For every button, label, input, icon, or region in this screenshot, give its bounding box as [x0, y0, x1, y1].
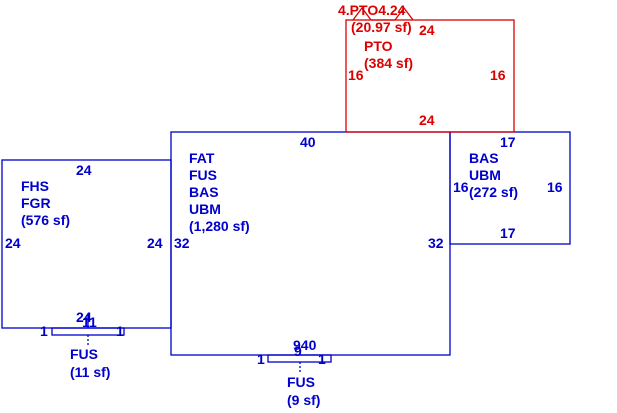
bay-code-1: BAS	[469, 150, 499, 166]
main-area-dim-right: 32	[428, 235, 444, 251]
porch-top-label: 4.PTO4.24	[338, 2, 406, 18]
porch-area: PTO (384 sf) 24 24 16 16	[345, 19, 515, 133]
garage-area: FHS FGR (576 sf) 24 24 24 24	[1, 159, 172, 329]
garage-code-1: FHS	[21, 178, 49, 194]
bay-dim-left: 16	[453, 179, 469, 195]
bay-area: BAS UBM (272 sf) 17 17 16 16	[449, 131, 571, 245]
stoop-left-dim-top: 11	[82, 314, 97, 330]
main-area-code-2: FUS	[189, 167, 217, 183]
stoop-bottom-dim-left: 1	[257, 351, 265, 367]
porch-top-peak-left	[352, 6, 372, 21]
porch-dim-right: 16	[490, 67, 506, 83]
stoop-bottom-dim-right: 1	[318, 351, 326, 367]
garage-dim-right: 24	[147, 235, 163, 251]
porch-dim-left: 16	[348, 67, 364, 83]
porch-top-size: (20.97 sf)	[351, 19, 412, 35]
porch-top-peak-right	[394, 6, 414, 21]
bay-code-2: UBM	[469, 167, 501, 183]
garage-size: (576 sf)	[21, 212, 70, 228]
bay-dim-right: 16	[547, 179, 563, 195]
bay-dim-bottom: 17	[500, 225, 516, 241]
main-area-code-1: FAT	[189, 150, 215, 166]
porch-code: PTO	[364, 38, 393, 54]
main-area: FAT FUS BAS UBM (1,280 sf) 40 32 32 940	[170, 131, 451, 356]
stoop-left-area: 1 1 11 FUS (11 sf)	[40, 314, 125, 380]
porch-dim-bottom: 24	[419, 112, 435, 128]
stoop-bottom-code: FUS	[287, 374, 315, 390]
main-area-code-3: BAS	[189, 184, 219, 200]
bay-dim-top: 17	[500, 134, 516, 150]
bay-size: (272 sf)	[469, 184, 518, 200]
garage-dim-top: 24	[76, 162, 92, 178]
stoop-bottom-area: 1 1 9 FUS (9 sf)	[257, 343, 332, 408]
stoop-left-code: FUS	[70, 346, 98, 362]
main-area-dim-top: 40	[300, 134, 316, 150]
stoop-left-dim-left: 1	[40, 323, 48, 339]
stoop-left-dim-right: 1	[116, 323, 124, 339]
main-area-dim-bottom: 940	[293, 337, 317, 353]
main-area-code-4: UBM	[189, 201, 221, 217]
porch-top-area: 4.PTO4.24 (20.97 sf)	[338, 2, 414, 35]
porch-dim-top: 24	[419, 22, 435, 38]
stoop-bottom-size: (9 sf)	[287, 392, 320, 408]
porch-size: (384 sf)	[364, 55, 413, 71]
main-area-dim-left: 32	[174, 235, 190, 251]
garage-dim-left: 24	[5, 235, 21, 251]
porch-outline	[345, 19, 515, 133]
garage-code-2: FGR	[21, 195, 51, 211]
stoop-left-size: (11 sf)	[70, 364, 110, 380]
stoop-bottom-dim-top: 9	[294, 343, 302, 359]
main-area-size: (1,280 sf)	[189, 218, 250, 234]
